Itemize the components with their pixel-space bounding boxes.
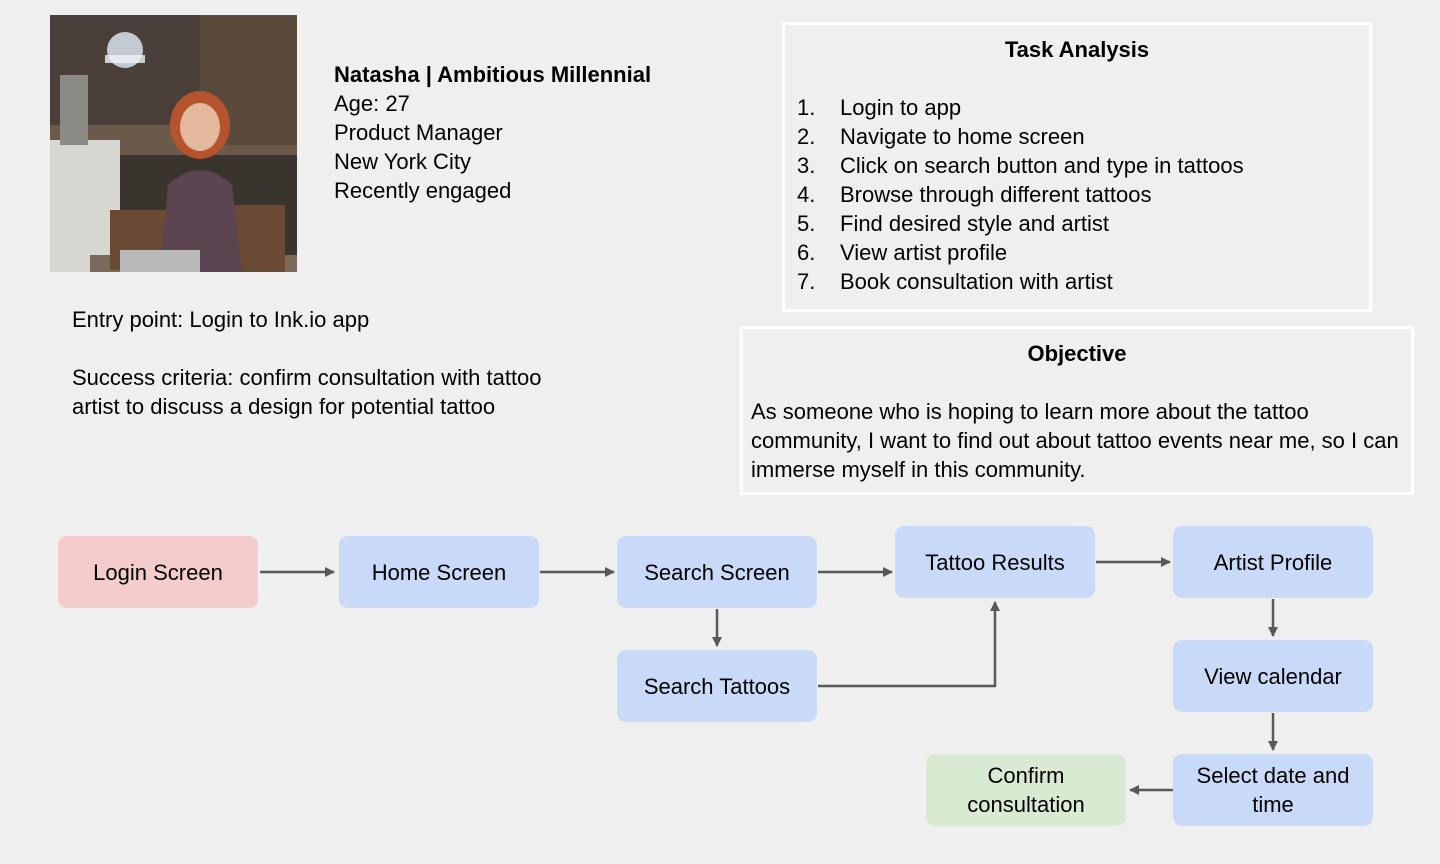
persona-age: Age: 27 [334, 91, 410, 116]
node-confirm-consultation: Confirm consultation [926, 754, 1126, 826]
persona-details: Natasha | Ambitious Millennial Age: 27 P… [334, 60, 651, 205]
node-login-screen: Login Screen [58, 536, 258, 608]
node-tattoo-results: Tattoo Results [895, 526, 1095, 598]
objective-box: Objective As someone who is hoping to le… [740, 326, 1414, 495]
node-home-screen: Home Screen [339, 536, 539, 608]
task-step: 7.Book consultation with artist [797, 269, 1113, 294]
arrow-searchtattoos-results [818, 601, 1000, 688]
task-step: 1.Login to app [797, 95, 962, 120]
task-step: 4.Browse through different tattoos [797, 182, 1152, 207]
entry-point-text: Entry point: Login to Ink.io app [72, 307, 370, 332]
task-step: 3.Click on search button and type in tat… [797, 153, 1244, 178]
persona-city: New York City [334, 149, 471, 174]
task-step: 5.Find desired style and artist [797, 211, 1110, 236]
task-list: 1.Login to app 2.Navigate to home screen… [785, 93, 1369, 296]
node-search-tattoos: Search Tattoos [617, 650, 817, 722]
entry-section: Entry point: Login to Ink.io app Success… [72, 305, 542, 421]
task-analysis-box: Task Analysis 1.Login to app 2.Navigate … [782, 22, 1372, 312]
task-analysis-title: Task Analysis [1004, 37, 1150, 62]
node-select-date-time: Select date and time [1173, 754, 1373, 826]
persona-status: Recently engaged [334, 178, 512, 203]
persona-photo [50, 15, 297, 272]
persona-job: Product Manager [334, 120, 503, 145]
persona-name: Natasha | Ambitious Millennial [334, 62, 652, 87]
objective-text: As someone who is hoping to learn more a… [751, 399, 1399, 482]
success-criteria-text: Success criteria: confirm consultation w… [72, 365, 542, 419]
node-search-screen: Search Screen [617, 536, 817, 608]
task-step: 2.Navigate to home screen [797, 124, 1085, 149]
node-view-calendar: View calendar [1173, 640, 1373, 712]
objective-title: Objective [1027, 341, 1127, 366]
task-step: 6.View artist profile [797, 240, 1008, 265]
node-artist-profile: Artist Profile [1173, 526, 1373, 598]
